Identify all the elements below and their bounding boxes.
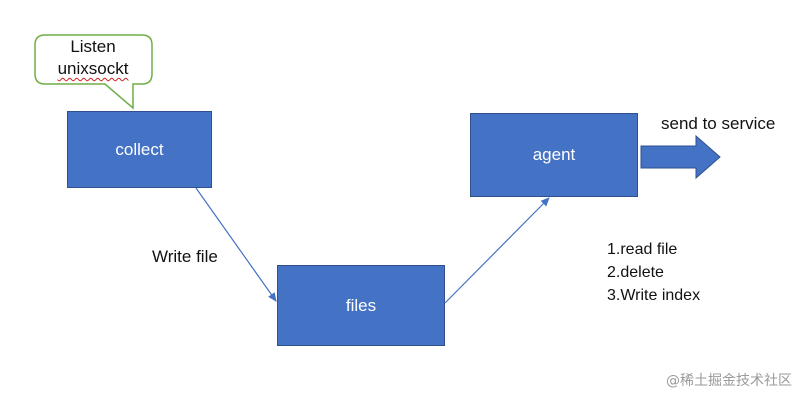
connector-collect-to-files xyxy=(195,187,277,302)
node-files: files xyxy=(277,265,445,346)
callout-line-listen: Listen xyxy=(70,37,116,56)
node-collect-label: collect xyxy=(115,139,164,159)
callout-text: Listen unixsockt xyxy=(34,36,152,80)
edge-label-send-to-service: send to service xyxy=(661,114,776,133)
callout-bubble xyxy=(34,34,153,110)
node-agent: agent xyxy=(470,113,638,197)
send-arrow-shape xyxy=(640,134,721,180)
callout-line-unixsockt: unixsockt xyxy=(57,59,129,78)
edge-label-write-file: Write file xyxy=(152,247,218,266)
step-item: 2.delete xyxy=(607,264,664,281)
agent-steps-list: 1.read file 2.delete 3.Write index xyxy=(607,238,700,307)
node-collect: collect xyxy=(67,111,212,188)
node-files-label: files xyxy=(345,295,377,315)
step-item: 1.read file xyxy=(607,241,678,258)
connector-files-to-agent xyxy=(444,197,550,304)
step-item: 3.Write index xyxy=(607,287,701,304)
watermark: @稀土掘金技术社区 xyxy=(666,373,792,389)
node-agent-label: agent xyxy=(532,145,576,164)
